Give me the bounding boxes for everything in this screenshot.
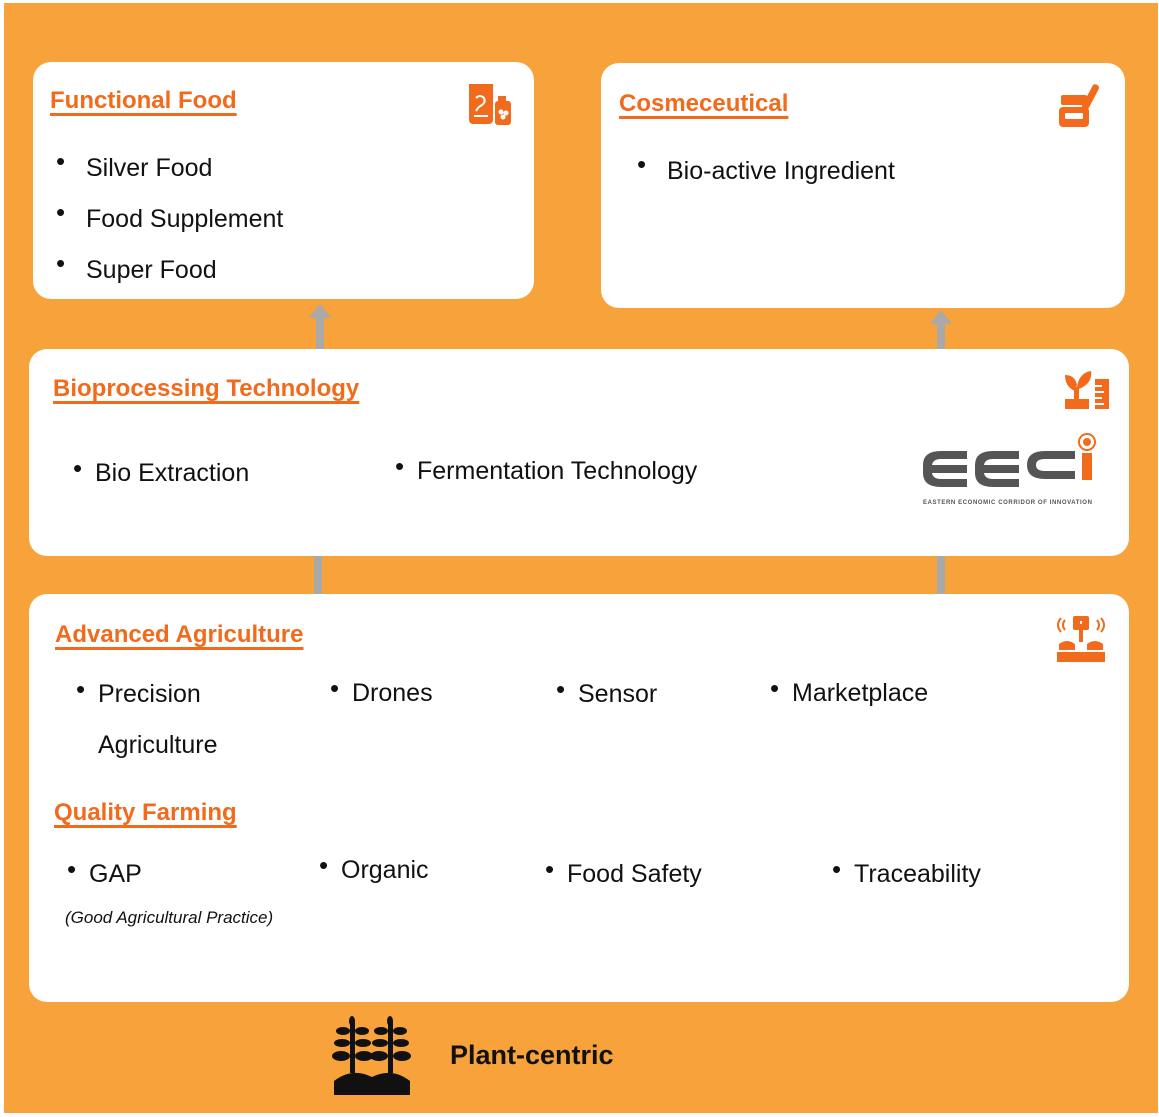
connector-bio-to-functional-food bbox=[316, 316, 324, 350]
advanced-agriculture-item-3: • Sensor bbox=[556, 674, 658, 709]
bullet-dot: • bbox=[637, 149, 647, 179]
quality-farming-item-label: GAP bbox=[89, 860, 142, 888]
cosmeceutical-title: Cosmeceutical bbox=[619, 90, 789, 117]
quality-farming-item-1: • GAP bbox=[67, 854, 142, 889]
bullet-dot: • bbox=[56, 248, 66, 278]
eeci-logo-subtitle: EASTERN ECONOMIC CORRIDOR OF INNOVATION bbox=[923, 500, 1093, 506]
functional-food-item-label: Super Food bbox=[86, 256, 217, 284]
quality-farming-item-label: Organic bbox=[341, 856, 429, 884]
quality-farming-title: Quality Farming bbox=[54, 799, 237, 826]
bullet-dot: • bbox=[76, 674, 86, 704]
bullet-dot: • bbox=[67, 854, 77, 884]
bullet-dot: • bbox=[395, 451, 405, 481]
bullet-dot: • bbox=[556, 674, 566, 704]
gap-note: (Good Agricultural Practice) bbox=[65, 908, 274, 927]
quality-farming-item-4: • Traceability bbox=[832, 854, 981, 889]
cosmeceutical-item-1: • Bio-active Ingredient bbox=[637, 149, 895, 186]
bullet-dot: • bbox=[319, 850, 329, 880]
connector-bio-to-cosmeceutical bbox=[937, 322, 945, 350]
bullet-dot: • bbox=[770, 673, 780, 703]
functional-food-item-2: • Food Supplement bbox=[56, 197, 284, 234]
bullet-dot: • bbox=[56, 197, 66, 227]
bullet-dot: • bbox=[56, 146, 66, 176]
advanced-agriculture-item-1: • Precision bbox=[76, 674, 201, 709]
advanced-agriculture-title: Advanced Agriculture bbox=[55, 621, 304, 648]
functional-food-item-1: • Silver Food bbox=[56, 146, 213, 183]
bioprocessing-item-label: Bio Extraction bbox=[95, 459, 250, 487]
agriculture-card: Advanced Agriculture • Precision Agricult… bbox=[29, 594, 1129, 1002]
advanced-agriculture-item-label: Drones bbox=[352, 679, 433, 707]
functional-food-item-3: • Super Food bbox=[56, 248, 217, 285]
arrowhead-functional-food bbox=[309, 304, 331, 318]
functional-food-card: Functional Food • Silver Food • Food Suppl… bbox=[33, 62, 534, 299]
quality-farming-item-label: Food Safety bbox=[567, 860, 702, 888]
connector-agri-to-bio-left bbox=[314, 555, 322, 595]
quality-farming-item-label: Traceability bbox=[854, 860, 981, 888]
bullet-dot: • bbox=[330, 673, 340, 703]
advanced-agriculture-item-label: Precision bbox=[98, 680, 201, 708]
bullet-dot: • bbox=[73, 453, 83, 483]
quality-farming-item-2: • Organic bbox=[319, 850, 429, 885]
bioprocessing-item-2: • Fermentation Technology bbox=[395, 451, 698, 486]
advanced-agriculture-item-4: • Marketplace bbox=[770, 673, 929, 708]
connector-agri-to-bio-right bbox=[937, 555, 945, 595]
advanced-agriculture-item-label: Marketplace bbox=[792, 679, 929, 707]
advanced-agriculture-item-1-continuation: Agriculture bbox=[98, 731, 218, 759]
plant-measure-icon bbox=[1065, 371, 1109, 409]
bioprocessing-title: Bioprocessing Technology bbox=[53, 375, 360, 402]
bullet-dot: • bbox=[832, 854, 842, 884]
bioprocessing-item-1: • Bio Extraction bbox=[73, 453, 250, 488]
arrowhead-cosmeceutical bbox=[930, 310, 952, 324]
functional-food-item-label: Silver Food bbox=[86, 154, 213, 182]
advanced-agriculture-item-2: • Drones bbox=[330, 673, 433, 708]
quality-farming-item-3: • Food Safety bbox=[545, 854, 702, 889]
smart-farm-sensor-icon bbox=[1057, 616, 1105, 662]
bioprocessing-card: Bioprocessing Technology • Bio Extraction… bbox=[29, 349, 1129, 556]
functional-food-title: Functional Food bbox=[50, 87, 237, 114]
bioprocessing-item-label: Fermentation Technology bbox=[417, 457, 698, 485]
cosmeceutical-card: Cosmeceutical • Bio-active Ingredient bbox=[601, 63, 1125, 308]
cosmetic-jar-icon bbox=[1059, 84, 1100, 127]
eeci-logo bbox=[923, 433, 1096, 487]
food-supplement-icon bbox=[469, 84, 511, 125]
crops-icon bbox=[332, 1016, 411, 1095]
cosmeceutical-item-label: Bio-active Ingredient bbox=[667, 157, 895, 185]
functional-food-item-label: Food Supplement bbox=[86, 205, 284, 233]
bullet-dot: • bbox=[545, 854, 555, 884]
plant-centric-label: Plant-centric bbox=[450, 1040, 614, 1070]
advanced-agriculture-item-label: Sensor bbox=[578, 680, 658, 708]
